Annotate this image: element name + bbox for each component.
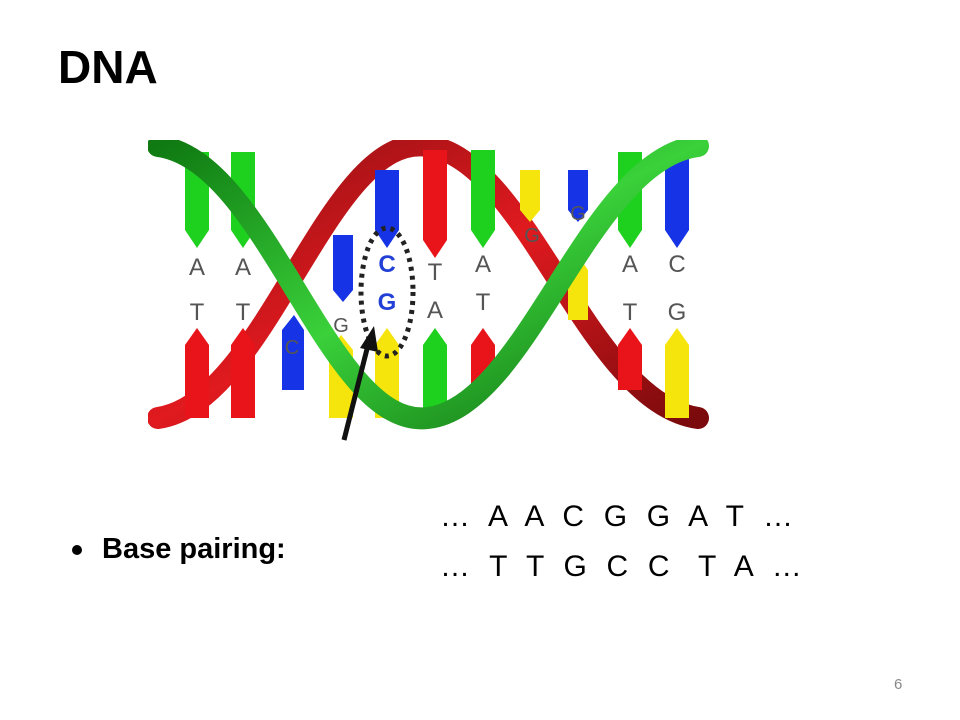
letter-top-6: A xyxy=(622,251,638,278)
base-bottom-4 xyxy=(423,328,447,418)
bullet-base-pairing: Base pairing: xyxy=(72,533,286,566)
letter-bottom-5: T xyxy=(476,289,491,316)
base-bottom-1 xyxy=(185,328,209,418)
base-top-6 xyxy=(520,170,540,222)
letter-small-3: G xyxy=(524,225,540,247)
letter-bottom-2: T xyxy=(236,299,251,326)
letter-top-1: A xyxy=(189,254,205,281)
letter-top-3: C xyxy=(378,251,395,278)
letter-bottom-6: T xyxy=(623,299,638,326)
letter-bottom-7: G xyxy=(668,299,687,326)
page-number: 6 xyxy=(894,676,903,693)
letter-small-1: C xyxy=(285,337,299,359)
letter-top-4: T xyxy=(428,259,443,286)
base-top-9 xyxy=(333,235,353,302)
green-backbone-strand xyxy=(148,140,709,430)
pointer-arrow xyxy=(341,326,378,441)
sequence-top-strand: … A A C G G A T … xyxy=(440,500,795,533)
base-bottom-7 xyxy=(665,328,689,418)
letter-small-4: G xyxy=(570,203,586,225)
letter-bottom-3: G xyxy=(378,289,397,316)
slide-title: DNA xyxy=(58,41,158,93)
letter-top-2: A xyxy=(235,254,251,281)
letter-top-5: A xyxy=(475,251,491,278)
base-letters-bottom: T T G A T T G xyxy=(190,289,687,326)
dna-double-helix-diagram: A A C T A A C T T G A T T G C G G G xyxy=(148,140,709,441)
base-bottom-2 xyxy=(231,328,255,418)
base-top-10 xyxy=(568,170,588,222)
base-top-8 xyxy=(665,152,689,248)
sequence-bottom-strand: … T T G C C T A … xyxy=(440,550,803,583)
base-letters-small: C G G G xyxy=(285,203,586,359)
bullet-dot xyxy=(72,544,82,555)
letter-top-7: C xyxy=(668,251,685,278)
bullet-label: Base pairing: xyxy=(102,533,286,565)
base-top-4 xyxy=(423,150,447,258)
letter-bottom-4: A xyxy=(427,297,443,324)
base-top-5 xyxy=(471,150,495,248)
highlight-ellipse xyxy=(358,225,416,359)
base-bottom-10 xyxy=(282,315,304,390)
letter-bottom-1: T xyxy=(190,299,205,326)
base-top-3 xyxy=(375,170,399,248)
base-bottom-6 xyxy=(618,328,642,390)
base-letters-top: A A C T A A C xyxy=(189,251,686,286)
letter-small-2: G xyxy=(333,315,349,337)
